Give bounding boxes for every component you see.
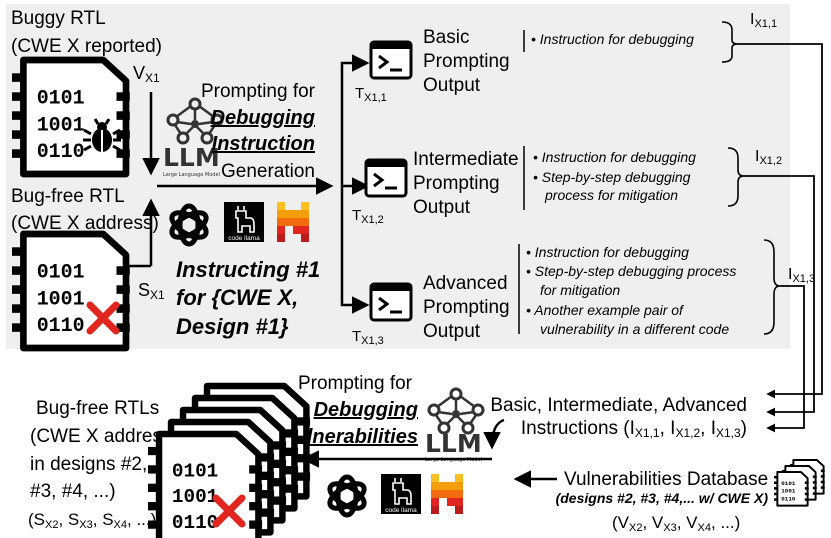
- bottom-prompting-debugging: Debugging: [314, 399, 418, 421]
- i-x13-label: IX1,3: [788, 266, 815, 285]
- basic-bullet-1: • Instruction for debugging: [531, 31, 694, 47]
- branch-basic-arrow: [340, 54, 370, 186]
- bottom-llm-network-icon: [427, 387, 485, 435]
- basic-title-1: Basic: [423, 27, 469, 48]
- bottom-openai-logo-icon: [326, 477, 368, 515]
- i-x11-label: IX1,1: [750, 11, 777, 30]
- llm-small-label: Large Language Model: [163, 172, 220, 178]
- prompting-generation: Generation: [221, 161, 315, 182]
- buggy-rtl-subtitle: (CWE X reported): [11, 36, 162, 57]
- basic-title-2: Prompting: [423, 51, 510, 72]
- t-x13-label: TX1,3: [352, 328, 384, 347]
- bugfree-rtl-subtitle: (CWE X address): [11, 213, 159, 234]
- s-x1-label: SX1: [138, 280, 165, 302]
- bottom-bugfree-line-4: #3, #4, ...): [30, 481, 116, 502]
- t-x12-label: TX1,2: [352, 207, 384, 226]
- code-llama-icon: [223, 201, 265, 243]
- advanced-bullet-2b: for mitigation: [540, 282, 620, 298]
- terminal-icon-advanced: [369, 282, 413, 322]
- bugfree-rtl-title: Bug-free RTL: [11, 186, 125, 207]
- buggy-rtl-title: Buggy RTL: [11, 8, 106, 29]
- instructions-to-llm-arrow: [483, 418, 505, 450]
- bug-icon: [83, 118, 121, 152]
- advanced-bullet-2: • Step-by-step debugging process: [526, 263, 736, 279]
- instructing-line-3: Design #1}: [176, 314, 289, 339]
- intermediate-title-1: Intermediate: [413, 149, 519, 170]
- bottom-prompting-title: Prompting for: [298, 373, 413, 394]
- vuln-db-title: Vulnerabilities Database: [564, 469, 768, 490]
- prompting-debugging: Debugging: [211, 107, 315, 129]
- db-chip-stack-icon: [773, 459, 826, 507]
- bottom-prompting-vulnerabilities: Vulnerabilities: [282, 426, 418, 448]
- t-x11-label: TX1,1: [355, 85, 387, 104]
- advanced-bullet-3: • Another example pair of: [526, 302, 685, 318]
- i3-to-instructions-line: [766, 285, 805, 433]
- vuln-db-designs: (designs #2, #3, #4,... w/ CWE X): [556, 490, 769, 506]
- bottom-bugfree-line-1: Bug-free RTLs: [36, 398, 159, 419]
- advanced-title-2: Prompting: [423, 297, 510, 318]
- branch-advanced-arrow: [340, 186, 370, 314]
- intermediate-bullet-2: • Step-by-step debugging: [533, 169, 691, 185]
- prompting-instruction: Instruction: [212, 133, 315, 155]
- i-x12-label: IX1,2: [755, 148, 782, 167]
- vuln-v-list: (VX2, VX3, VX4, ...): [612, 513, 740, 534]
- terminal-icon-intermediate: [364, 158, 408, 198]
- advanced-bullet-3b: vulnerability in a different code: [540, 321, 729, 337]
- bottom-bugfree-line-2: (CWE X address: [30, 426, 171, 447]
- intermediate-title-3: Output: [413, 197, 471, 218]
- bottom-s-list: (SX2, SX3, SX4, ...): [28, 510, 156, 531]
- intermediate-bullet-2b: process for mitigation: [544, 187, 678, 203]
- llm-label: LLM: [163, 143, 220, 172]
- advanced-bullet-1: • Instruction for debugging: [526, 244, 689, 260]
- advanced-title-1: Advanced: [423, 273, 508, 294]
- v-x1-label: VX1: [133, 63, 160, 85]
- buggy-chip-icon: [12, 60, 130, 174]
- bottom-llm-label: LLM: [425, 429, 482, 458]
- instructions-line-2: Instructions (IX1,1, IX1,2, IX1,3): [521, 418, 747, 440]
- basic-title-3: Output: [423, 75, 481, 96]
- intermediate-title-2: Prompting: [413, 173, 500, 194]
- instructing-line-1: Instructing #1: [176, 257, 320, 282]
- advanced-title-3: Output: [423, 321, 481, 342]
- instructing-line-2: for {CWE X,: [176, 285, 298, 310]
- bottom-bugfree-line-3: in designs #2,: [30, 454, 147, 475]
- bottom-mistral-logo-icon: [431, 474, 463, 514]
- intermediate-bullet-1: • Instruction for debugging: [533, 149, 696, 165]
- terminal-icon-basic: [369, 40, 413, 80]
- prompting-title: Prompting for: [201, 81, 316, 102]
- i1-to-instructions-line: [738, 43, 823, 399]
- bottom-code-llama-icon: [380, 473, 422, 515]
- i2-to-instructions-line: [744, 175, 815, 417]
- instructions-line-1: Basic, Intermediate, Advanced: [490, 395, 747, 416]
